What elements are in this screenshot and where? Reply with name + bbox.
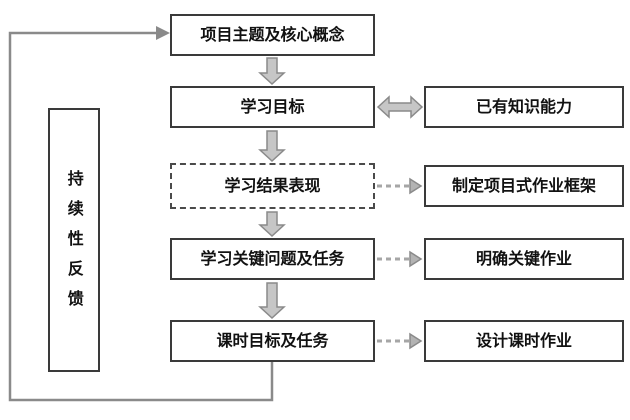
node-continuous-feedback: 持续性反馈	[48, 108, 100, 372]
arrow-topic-to-goal	[258, 57, 286, 86]
node-learning-goal: 学习目标	[170, 86, 375, 128]
feedback-loop-arrowhead	[156, 26, 170, 40]
node-learning-outcome: 学习结果表现	[170, 163, 375, 209]
arrowhead-key-tasks-to-key-assignment	[409, 250, 423, 268]
node-prior-knowledge: 已有知识能力	[424, 86, 624, 128]
feedback-loop-line	[8, 31, 274, 402]
arrow-goal-to-outcome	[258, 130, 286, 163]
arrowhead-outcome-to-framework	[409, 177, 423, 195]
arrow-outcome-to-key-tasks	[258, 211, 286, 238]
arrow-goal-prior-double	[376, 95, 424, 119]
node-lesson-goal-tasks: 课时目标及任务	[170, 320, 375, 362]
node-project-theme: 项目主题及核心概念	[170, 14, 375, 56]
arrowhead-lesson-goal-to-lesson-assignment	[409, 332, 423, 350]
node-project-framework: 制定项目式作业框架	[424, 165, 624, 207]
node-lesson-assignment: 设计课时作业	[424, 320, 624, 362]
node-key-questions-tasks: 学习关键问题及任务	[170, 238, 375, 280]
node-key-assignment: 明确关键作业	[424, 238, 624, 280]
arrow-key-tasks-to-lesson-goal	[258, 282, 286, 320]
